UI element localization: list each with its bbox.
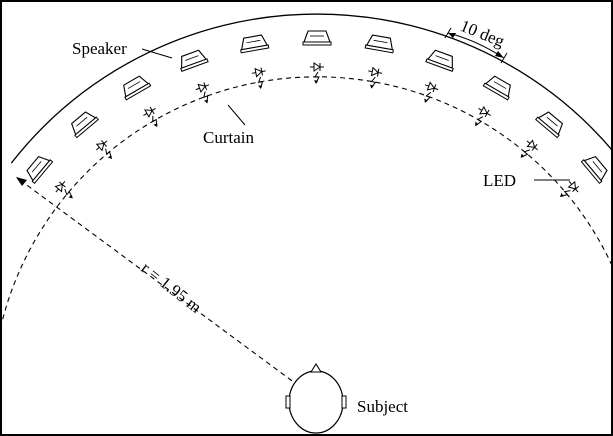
- led-icon: [54, 181, 73, 199]
- led-icon: [143, 106, 158, 128]
- speaker-icon: [482, 75, 511, 101]
- speaker-frame-arc: [10, 13, 613, 164]
- speaker-icon: [425, 49, 454, 72]
- led-icon: [195, 82, 210, 104]
- speaker-leader: [141, 48, 173, 59]
- curtain-label: Curtain: [203, 128, 254, 147]
- led-icon: [520, 139, 538, 158]
- speaker-icon: [71, 111, 99, 139]
- led-icon: [251, 67, 266, 90]
- led-icon: [310, 62, 324, 84]
- speaker-icon: [302, 30, 332, 46]
- speaker-icon: [180, 49, 209, 72]
- speaker-label: Speaker: [72, 39, 127, 58]
- led-icon: [424, 81, 439, 103]
- speaker-icon: [123, 75, 152, 101]
- led-group: [54, 62, 579, 199]
- led-icon: [559, 180, 579, 197]
- speaker-group: [26, 30, 608, 184]
- led-icon: [475, 105, 491, 127]
- speaker-icon: [580, 156, 608, 184]
- speaker-icon: [535, 111, 563, 139]
- radius-label: r = 1.95 m: [138, 258, 206, 317]
- speaker-icon: [26, 156, 54, 184]
- head-icon: [285, 362, 347, 434]
- speaker-icon: [364, 34, 394, 54]
- subject-label: Subject: [357, 397, 408, 416]
- curtain-leader: [227, 104, 246, 126]
- led-icon: [95, 140, 112, 160]
- led-icon: [368, 66, 383, 89]
- speaker-icon: [240, 34, 270, 54]
- led-label: LED: [483, 171, 516, 190]
